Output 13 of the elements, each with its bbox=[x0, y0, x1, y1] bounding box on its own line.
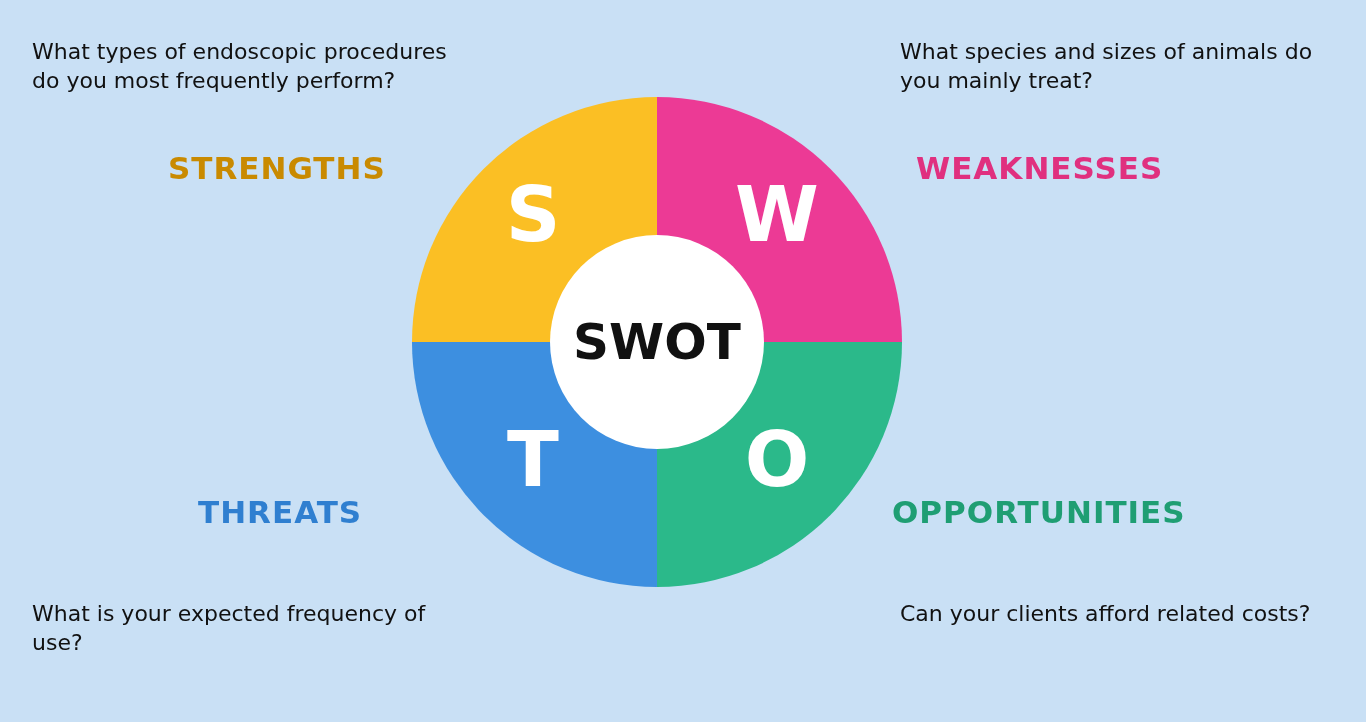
category-heading: WEAKNESSES bbox=[916, 150, 1164, 186]
category-heading: OPPORTUNITIES bbox=[892, 494, 1186, 530]
category-heading: THREATS bbox=[198, 494, 363, 530]
quadrant-letter: W bbox=[735, 177, 819, 253]
quadrant-letter: O bbox=[744, 422, 810, 498]
quadrant-letter: S bbox=[505, 177, 561, 253]
question-text: What types of endoscopic procedures do you most frequently perform? bbox=[32, 38, 448, 95]
category-heading: STRENGTHS bbox=[168, 150, 386, 186]
question-text: Can your clients afford related costs? bbox=[900, 600, 1312, 628]
center-label: SWOT bbox=[573, 313, 741, 371]
question-text: What species and sizes of animals do you mainly treat? bbox=[900, 38, 1314, 95]
quadrant-letter: T bbox=[507, 422, 559, 498]
question-text: What is your expected frequency of use? bbox=[32, 600, 427, 657]
